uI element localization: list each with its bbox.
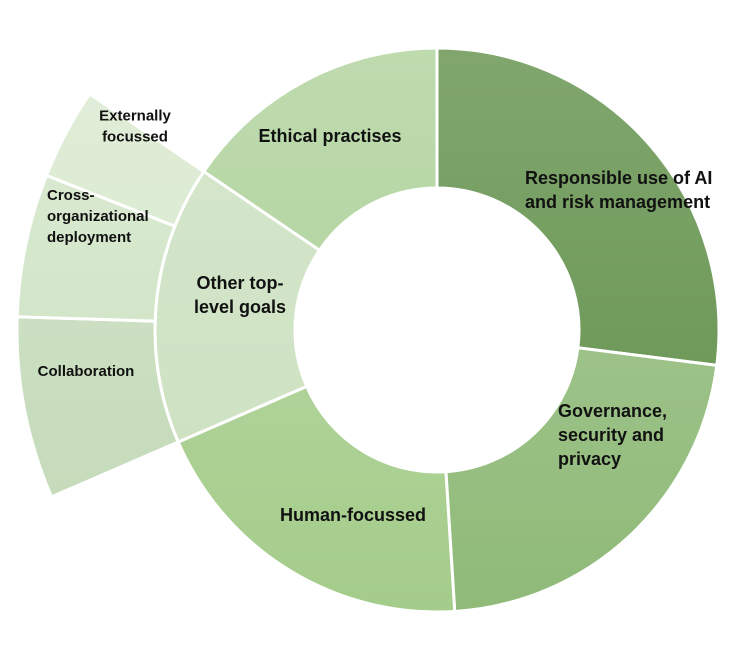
slice-human-focussed [176, 384, 457, 614]
labels-layer: Responsible use of AI and risk management… [38, 108, 713, 526]
label-governance-security-and-privacy-line-2: security and [558, 425, 664, 445]
label-cross-organizational-deployment-line-1: Cross- [47, 187, 95, 204]
label-responsible-use-of-ai-and-risk-management-line-1: Responsible use of AI [525, 168, 712, 188]
label-ethical-practises-line-1: Ethical practises [258, 126, 401, 146]
label-cross-organizational-deployment-line-3: deployment [47, 229, 131, 246]
label-human-focussed-line-1: Human-focussed [280, 505, 426, 525]
slice-collaboration [15, 315, 181, 499]
slices-layer [15, 46, 721, 614]
label-externally-focussed-line-1: Externally [99, 108, 171, 125]
slice-responsible-use-of-ai-and-risk-management [435, 46, 721, 368]
slice-externally-focussed [44, 91, 206, 229]
label-collaboration-line-1: Collaboration [38, 363, 135, 380]
label-other-top-level-goals-line-2: level goals [194, 297, 286, 317]
slice-governance-security-and-privacy [444, 346, 719, 614]
label-cross-organizational-deployment-line-2: organizational [47, 208, 149, 225]
label-governance-security-and-privacy-line-1: Governance, [558, 401, 667, 421]
label-other-top-level-goals-line-1: Other top- [197, 273, 284, 293]
label-governance-security-and-privacy-line-3: privacy [558, 449, 621, 469]
label-externally-focussed-line-2: focussed [102, 129, 168, 146]
label-responsible-use-of-ai-and-risk-management-line-2: and risk management [525, 192, 710, 212]
slice-ethical-practises [201, 46, 439, 253]
